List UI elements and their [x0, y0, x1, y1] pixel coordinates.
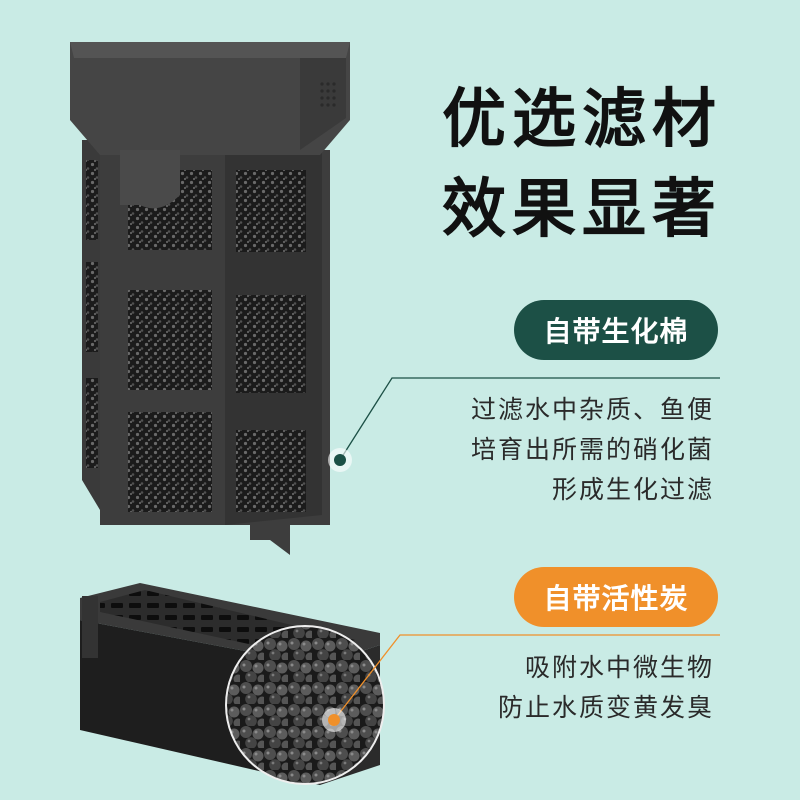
activated-carbon-description: 吸附水中微生物 防止水质变黄发臭: [498, 648, 714, 728]
headline-line-1: 优选滤材: [442, 83, 722, 157]
description-line: 培育出所需的硝化菌: [470, 435, 714, 464]
description-line: 过滤水中杂质、鱼便: [470, 395, 714, 424]
badge-bio-cotton: 自带生化棉: [514, 300, 718, 360]
callout-carbon: [322, 634, 720, 732]
callout-bio: [328, 377, 720, 472]
bio-filter-cartridge: [70, 42, 350, 555]
description-line: 防止水质变黄发臭: [497, 693, 714, 722]
headline-line-2: 效果显著: [442, 173, 722, 247]
description-line: 吸附水中微生物: [524, 653, 714, 682]
description-line: 形成生化过滤: [551, 475, 714, 504]
badge-activated-carbon: 自带活性炭: [514, 567, 718, 627]
carbon-pellets-zoom: [225, 625, 385, 785]
bio-cotton-description: 过滤水中杂质、鱼便 培育出所需的硝化菌 形成生化过滤: [471, 390, 714, 510]
